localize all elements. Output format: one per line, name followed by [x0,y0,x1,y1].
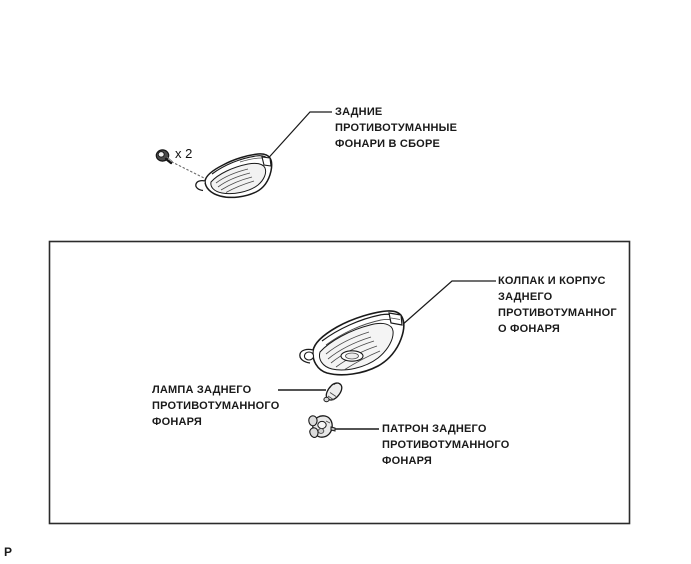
detail-panel-border [48,240,631,525]
rear-fog-socket-illustration [308,415,336,438]
screw-icon [155,149,173,165]
fog-lamp-assembly-illustration [195,153,273,199]
screw-quantity-label: x 2 [175,146,193,161]
callout-label-rear-fog-bulb: ЛАМПА ЗАДНЕГО ПРОТИВОТУМАННОГО ФОНАРЯ [152,384,280,428]
leader-line-lamp-cover-and-body [392,280,496,334]
callout-label-lamp-cover-and-body: КОЛПАК И КОРПУС ЗАДНЕГО ПРОТИВОТУМАННОГ … [498,275,617,335]
mounting-dotted-line [167,159,209,181]
lamp-cover-and-body-illustration [299,310,405,376]
rear-fog-bulb-illustration [323,382,343,403]
callout-label-rear-fog-lamp-assembly: ЗАДНИЕ ПРОТИВОТУМАННЫЕ ФОНАРИ В СБОРЕ [335,106,458,150]
leader-line-fog-lamp-assembly [262,111,332,165]
page-marker: P [4,545,13,559]
callout-label-rear-fog-socket: ПАТРОН ЗАДНЕГО ПРОТИВОТУМАННОГО ФОНАРЯ [382,423,510,467]
